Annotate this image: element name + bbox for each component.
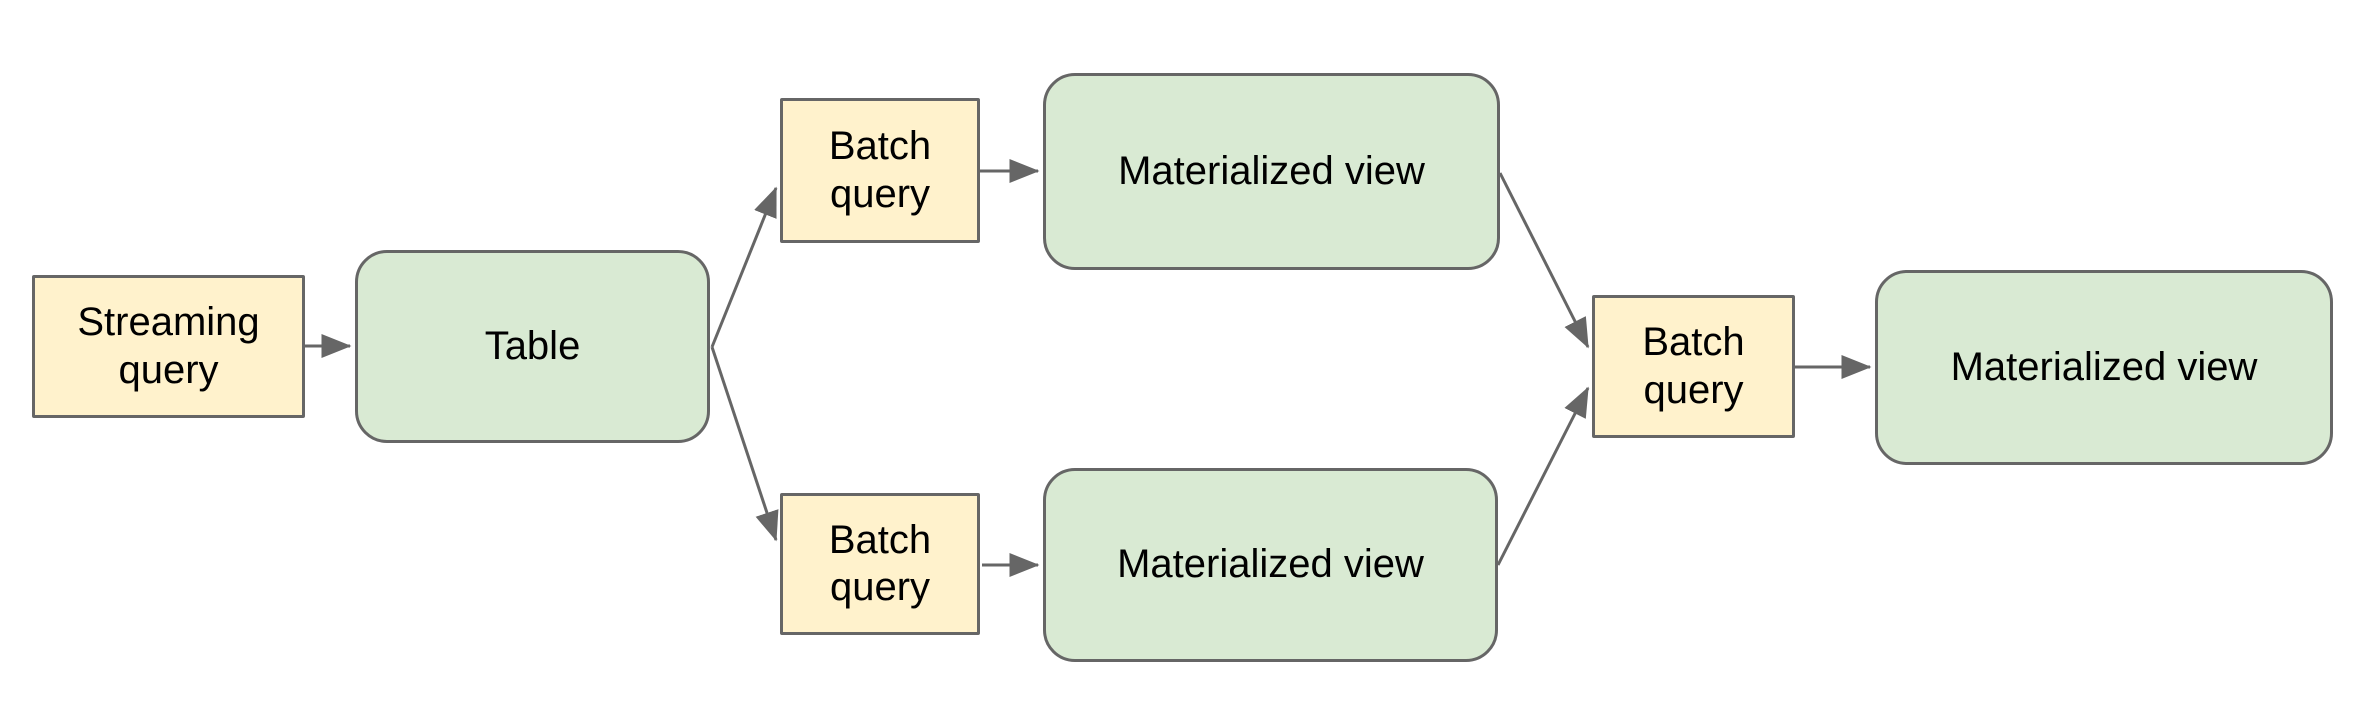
node-materialized-view-right-label: Materialized view	[1950, 344, 2258, 389]
node-batch-query-right: Batch query	[1592, 295, 1795, 438]
edge-materialized-view-top-to-batch-query-right	[1498, 172, 1590, 349]
node-batch-query-right-label: Batch query	[1642, 320, 1745, 412]
node-streaming-query: Streaming query	[32, 275, 305, 418]
node-streaming-query-label: Streaming query	[77, 300, 260, 392]
edge-table-to-batch-query-bottom	[710, 346, 779, 542]
edge-table-to-batch-query-top	[710, 186, 778, 348]
node-batch-query-bottom: Batch query	[780, 493, 980, 635]
node-materialized-view-right: Materialized view	[1875, 270, 2333, 465]
edge-materialized-view-bottom-to-batch-query-right	[1496, 386, 1590, 566]
node-table: Table	[355, 250, 710, 443]
node-materialized-view-top-label: Materialized view	[1118, 148, 1425, 193]
node-batch-query-bottom-label: Batch query	[828, 517, 932, 609]
node-batch-query-top-label: Batch query	[828, 124, 932, 216]
node-materialized-view-bottom: Materialized view	[1043, 468, 1498, 662]
node-materialized-view-top: Materialized view	[1043, 73, 1500, 270]
node-batch-query-top: Batch query	[780, 98, 980, 243]
node-materialized-view-bottom-label: Materialized view	[1117, 542, 1424, 587]
node-table-label: Table	[484, 323, 581, 368]
